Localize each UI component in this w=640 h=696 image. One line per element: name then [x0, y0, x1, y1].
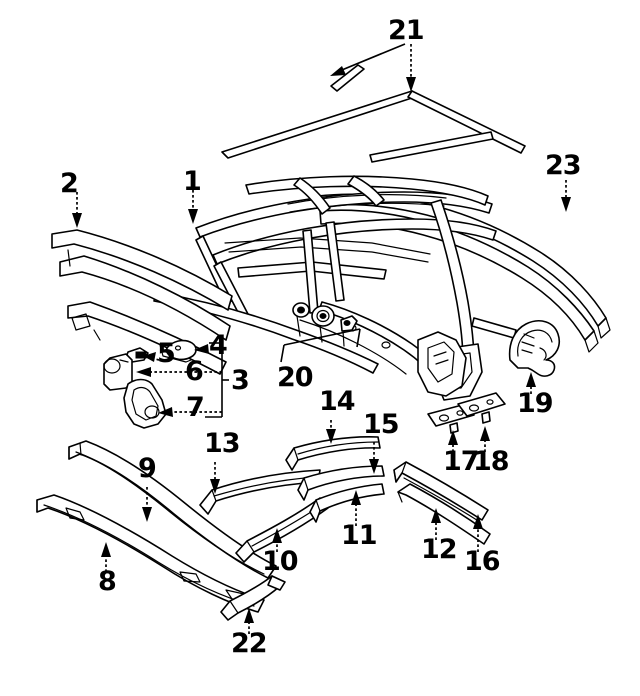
fastener-c — [340, 315, 358, 347]
leader-9 — [142, 487, 152, 522]
callout-label-14: 14 — [319, 386, 356, 417]
leader-5 — [143, 352, 160, 362]
part-15-side-rail-retainer — [297, 465, 385, 501]
part-14-upper-side-seal — [285, 436, 381, 471]
fastener-a — [292, 302, 310, 337]
main-frame-assembly — [153, 175, 517, 401]
part-18-mounting-plate — [457, 392, 506, 424]
callout-label-6: 6 — [185, 356, 204, 387]
leader-lines — [72, 43, 571, 634]
leader-12 — [431, 508, 441, 540]
leader-18 — [480, 426, 490, 452]
callout-label-22: 22 — [231, 628, 268, 659]
part-7-hinge-link — [123, 378, 167, 429]
callout-label-1: 1 — [183, 166, 202, 197]
leader-22 — [244, 608, 254, 634]
callout-label-3: 3 — [231, 365, 250, 396]
callout-label-2: 2 — [60, 168, 79, 199]
part-6-bushing — [103, 353, 133, 391]
part-21-trim-strips — [221, 64, 526, 163]
callout-label-5: 5 — [157, 338, 176, 369]
callout-label-4: 4 — [209, 330, 228, 361]
leader-13 — [210, 462, 220, 494]
callout-label-9: 9 — [138, 453, 157, 484]
callout-label-18: 18 — [473, 446, 510, 477]
leader-19 — [526, 372, 536, 394]
part-22-retainer-strip — [220, 575, 286, 621]
leader-1 — [188, 190, 198, 224]
part-8-front-weatherstrip — [36, 494, 265, 613]
fastener-b — [311, 305, 335, 343]
leader-15 — [369, 442, 379, 474]
part-9-roof-rail-seal — [68, 440, 277, 579]
leader-10 — [272, 528, 282, 552]
part-2-header-panel — [51, 229, 233, 341]
callout-label-13: 13 — [204, 428, 241, 459]
leader-6 — [136, 367, 222, 377]
part-16-rear-corner-seal — [397, 483, 491, 545]
part-12-rear-quarter-seal — [393, 461, 489, 523]
callout-label-16: 16 — [464, 546, 501, 577]
callout-label-20: 20 — [277, 362, 314, 393]
leader-2 — [72, 192, 82, 228]
leader-17 — [448, 430, 458, 452]
leader-11 — [351, 490, 361, 526]
part-4-oval-pad — [165, 339, 197, 361]
callout-label-11: 11 — [341, 520, 378, 551]
leader-7 — [158, 407, 222, 417]
leader-16 — [473, 514, 483, 552]
leader-21 — [330, 43, 416, 92]
part-11-rear-side-seal — [309, 483, 385, 523]
callout-label-8: 8 — [98, 566, 117, 597]
callout-label-7: 7 — [186, 392, 205, 423]
leader-4 — [194, 344, 219, 354]
leader-14 — [326, 420, 336, 444]
callout-label-15: 15 — [363, 409, 400, 440]
part-20-fasteners — [280, 302, 361, 363]
callout-label-10: 10 — [262, 546, 299, 577]
leader-3-bracket — [205, 342, 229, 418]
callout-label-17: 17 — [443, 446, 480, 477]
callout-label-23: 23 — [545, 150, 582, 181]
callout-label-21: 21 — [388, 15, 425, 46]
leader-23 — [561, 180, 571, 212]
part-19-pivot-bracket — [508, 320, 561, 377]
leader-8 — [101, 542, 111, 572]
callout-label-19: 19 — [517, 388, 554, 419]
callout-label-12: 12 — [421, 534, 458, 565]
